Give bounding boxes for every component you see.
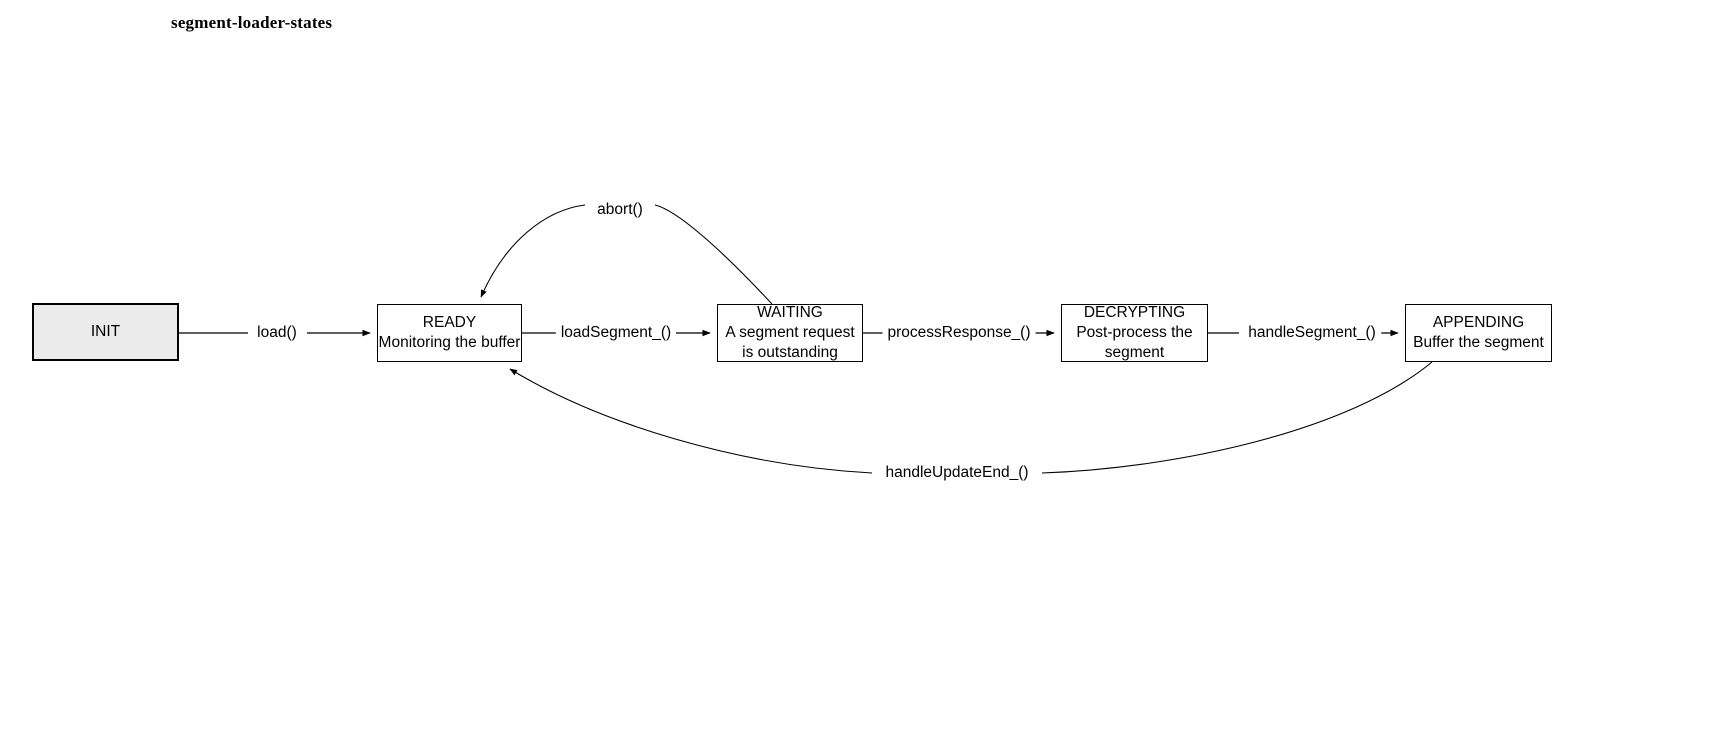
edge-label-process-response: processResponse_() — [882, 324, 1036, 342]
state-node-init[interactable]: INIT — [32, 303, 179, 361]
edge-label-abort: abort() — [592, 201, 648, 219]
state-label-appending-line1: APPENDING — [1432, 314, 1525, 331]
edge-appending-ready-update — [509, 361, 1433, 474]
state-label-init-line1: INIT — [90, 323, 121, 340]
state-label-decrypting-line3: segment — [1104, 344, 1165, 361]
state-label-waiting-line2: A segment request — [725, 324, 855, 341]
state-label-waiting-line3: is outstanding — [742, 344, 838, 361]
state-label-ready-line1: READY — [422, 314, 477, 331]
edge-label-load-segment: loadSegment_() — [555, 324, 677, 342]
edge-label-handle-segment: handleSegment_() — [1243, 324, 1381, 342]
edge-waiting-ready-abort — [480, 204, 773, 305]
state-label-decrypting-line2: Post-process the — [1076, 324, 1193, 341]
state-node-appending[interactable]: APPENDING Buffer the segment — [1405, 304, 1552, 362]
diagram-title: segment-loader-states — [171, 13, 333, 32]
state-label-decrypting-line1: DECRYPTING — [1083, 304, 1186, 321]
edge-label-handle-update-end: handleUpdateEnd_() — [880, 464, 1034, 482]
edge-label-load: load() — [252, 324, 302, 342]
state-node-ready[interactable]: READY Monitoring the buffer — [377, 304, 522, 362]
state-node-decrypting[interactable]: DECRYPTING Post-process the segment — [1061, 304, 1208, 362]
state-label-appending-line2: Buffer the segment — [1413, 334, 1544, 351]
state-node-waiting[interactable]: WAITING A segment request is outstanding — [717, 304, 863, 362]
state-label-waiting-line1: WAITING — [757, 304, 823, 321]
state-label-ready-line2: Monitoring the buffer — [378, 334, 521, 351]
